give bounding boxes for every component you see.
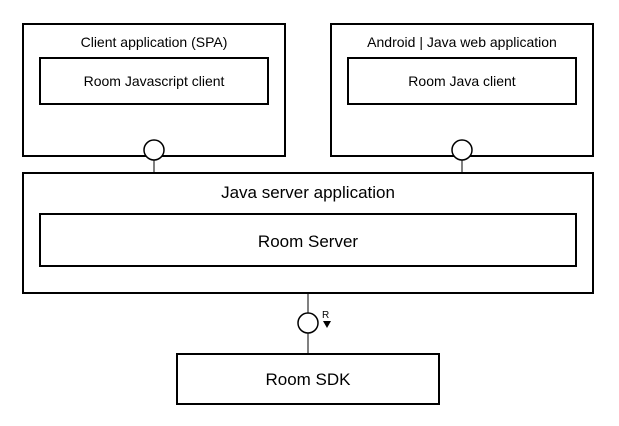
sdk-interface-direction-icon [323,321,331,328]
java-server-application-container: Java server application Room Server [22,172,594,294]
android-java-application-title: Android | Java web application [367,34,557,50]
room-javascript-client-label: Room Javascript client [84,73,225,89]
room-javascript-client-component: Room Javascript client [39,57,269,105]
android-interface-circle [451,139,473,161]
room-java-client-component: Room Java client [347,57,577,105]
client-interface-circle [143,139,165,161]
room-server-label: Room Server [258,232,358,251]
client-application-container: Client application (SPA) Room Javascript… [22,23,286,157]
sdk-interface-marker-label: R [322,310,329,321]
java-server-application-title: Java server application [221,183,395,202]
room-sdk-label: Room SDK [265,370,351,389]
sdk-interface-circle [297,312,319,334]
room-server-component: Room Server [39,213,577,267]
room-sdk-component: Room SDK [176,353,440,405]
room-java-client-label: Room Java client [408,73,515,89]
client-application-title: Client application (SPA) [81,34,228,50]
android-java-application-container: Android | Java web application Room Java… [330,23,594,157]
